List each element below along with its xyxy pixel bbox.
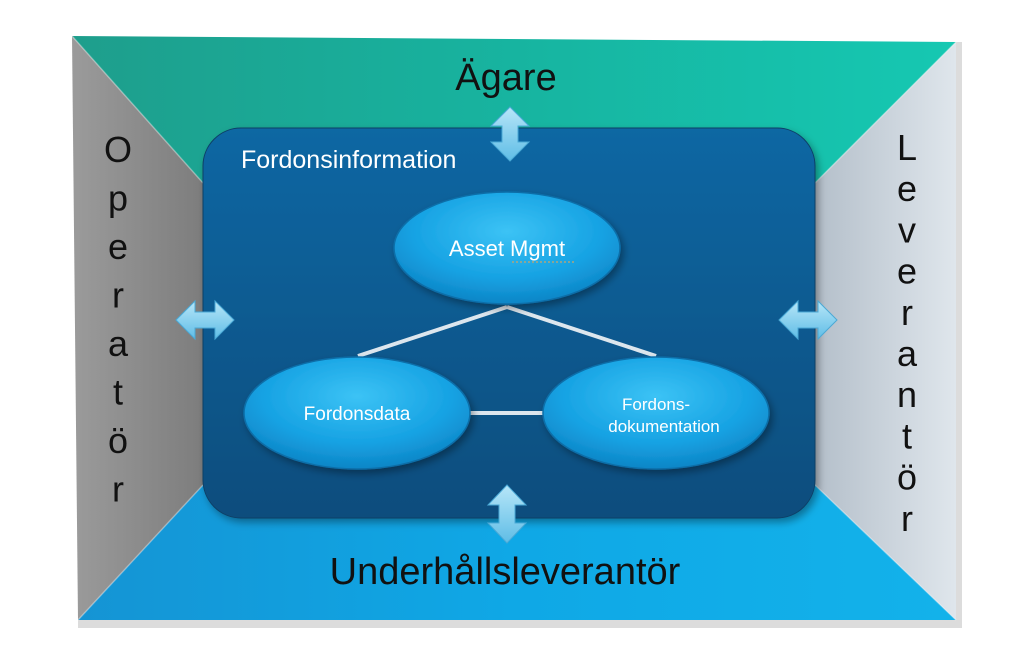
diagonal-edge bbox=[814, 484, 957, 621]
left-vertical-letter: e bbox=[108, 226, 128, 267]
node-asset-mgmt-label: Asset Mgmt bbox=[449, 236, 565, 261]
left-region bbox=[72, 36, 203, 620]
left-vertical-letter: r bbox=[112, 469, 124, 510]
link-asset-data bbox=[357, 305, 508, 358]
node-fordonsdata-label: Fordonsdata bbox=[304, 404, 411, 425]
vertical-double-arrow bbox=[486, 484, 528, 544]
horizontal-double-arrow bbox=[778, 299, 838, 341]
right-vertical-letter: a bbox=[897, 333, 918, 374]
right-vertical-letter: e bbox=[897, 168, 917, 209]
vertical-double-arrow bbox=[489, 106, 531, 162]
right-vertical-letter: t bbox=[902, 415, 912, 456]
horizontal-double-arrow bbox=[175, 299, 235, 341]
right-vertical-letter: L bbox=[897, 127, 917, 168]
right-vertical-letter: ö bbox=[897, 457, 917, 498]
left-vertical-letter: O bbox=[104, 129, 132, 170]
top-label: Ägare bbox=[455, 57, 556, 99]
left-vertical-letter: ö bbox=[108, 420, 128, 461]
bottom-region bbox=[78, 485, 956, 620]
node-docs-line2: dokumentation bbox=[608, 417, 720, 436]
right-vertical-letter: e bbox=[897, 251, 917, 292]
left-vertical-letter: t bbox=[113, 372, 123, 413]
diagonal-edge bbox=[77, 484, 204, 621]
left-vertical-letter: a bbox=[108, 323, 129, 364]
diagonal-edge bbox=[814, 41, 957, 184]
node-fordonsdata: Fordonsdata bbox=[243, 356, 471, 470]
right-vertical-letter: r bbox=[901, 498, 913, 539]
center-panel-title: Fordonsinformation bbox=[241, 146, 456, 174]
bottom-label: Underhållsleverantör bbox=[330, 551, 681, 593]
diagonal-edge bbox=[71, 35, 204, 184]
node-fordonsdokumentation: Fordons- dokumentation bbox=[542, 356, 770, 470]
left-vertical-letter: r bbox=[112, 275, 124, 316]
right-vertical-letter: r bbox=[901, 292, 913, 333]
node-asset-mgmt: Asset Mgmt bbox=[393, 191, 621, 305]
right-region bbox=[815, 42, 956, 620]
link-asset-docs bbox=[506, 305, 657, 358]
node-docs-line1: Fordons- bbox=[622, 395, 690, 414]
right-vertical-letter: n bbox=[897, 374, 917, 415]
left-vertical-letter: p bbox=[108, 178, 128, 219]
right-vertical-letter: v bbox=[898, 209, 916, 250]
